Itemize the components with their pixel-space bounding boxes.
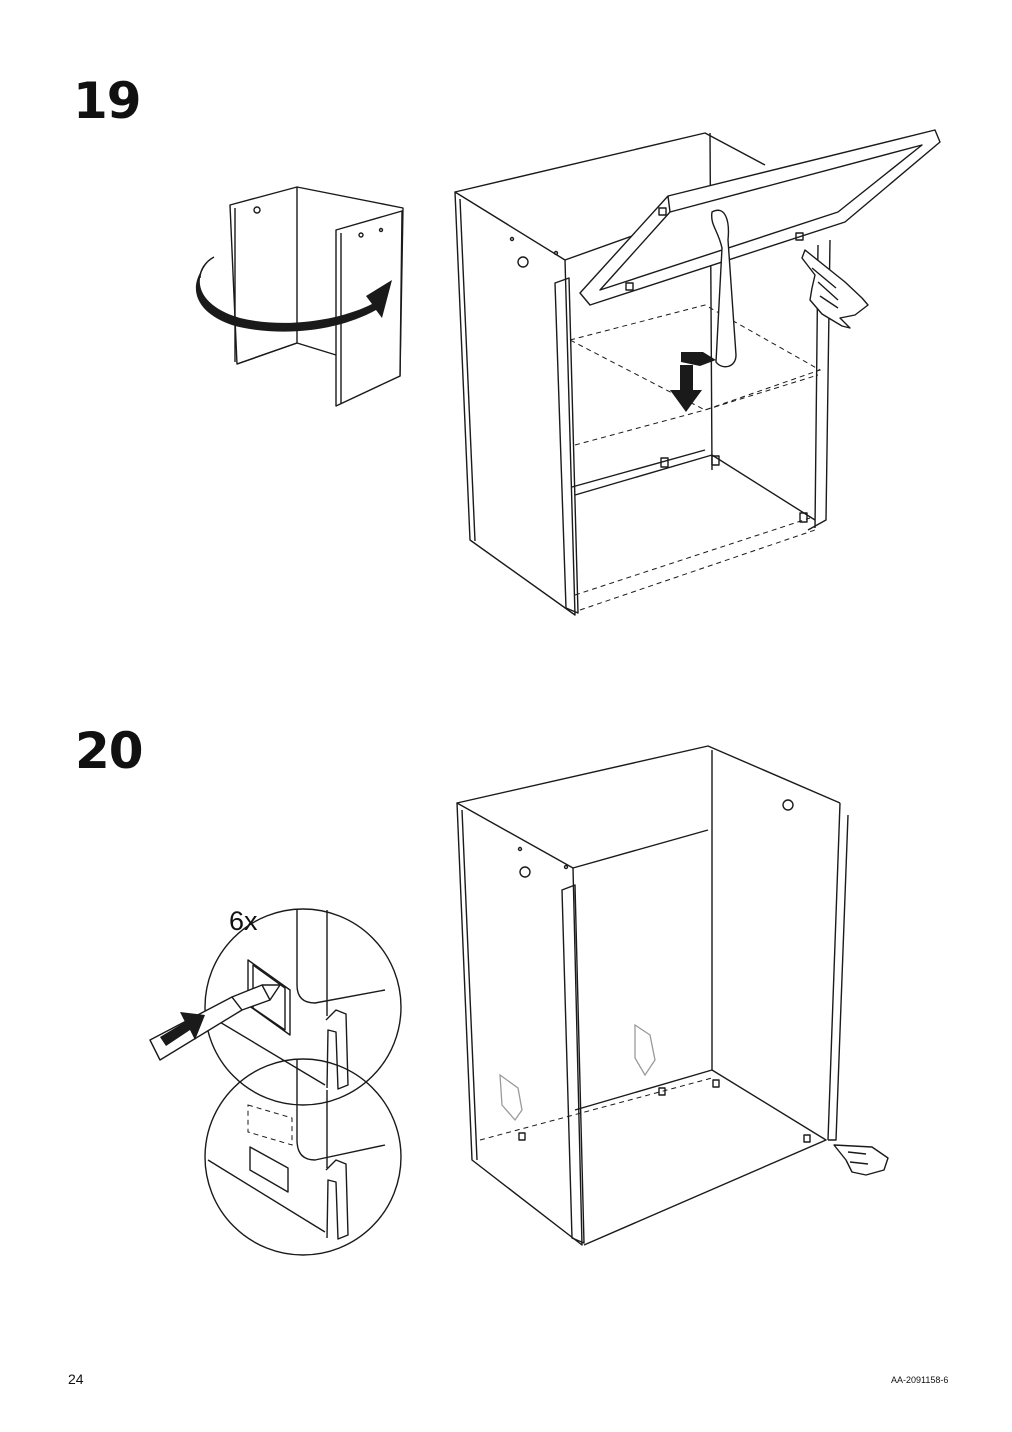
- push-arrow-icon: [160, 1012, 205, 1046]
- shelf-panel-illustration: [579, 129, 941, 368]
- step-number-20: 20: [75, 722, 144, 780]
- pressing-hand-icon: [801, 249, 869, 329]
- pointing-hand-icon: [833, 1144, 889, 1176]
- document-id: AA-2091158-6: [891, 1375, 949, 1385]
- down-arrow-icon: [670, 352, 716, 412]
- step-number-19: 19: [73, 72, 142, 130]
- rotate-cabinet-illustration: [229, 186, 404, 407]
- page-number: 24: [68, 1371, 84, 1387]
- cabinet-with-shelf-illustration: [454, 132, 831, 616]
- finished-cabinet-illustration: [456, 745, 849, 1246]
- rotate-arrow-icon: [195, 256, 392, 332]
- quantity-label: 6x: [229, 906, 258, 936]
- detail-circle-result: [204, 1058, 402, 1256]
